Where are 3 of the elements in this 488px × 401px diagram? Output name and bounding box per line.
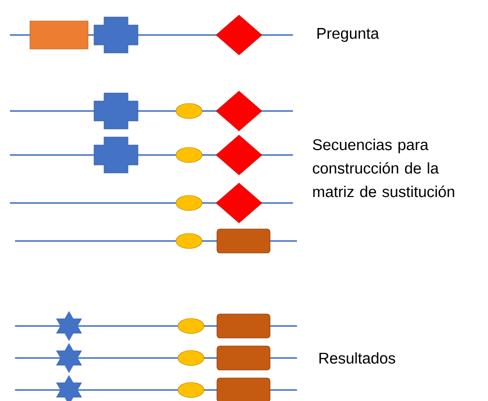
label-text: Pregunta [317,28,380,42]
label-text: Secuencias para construcción de la matriz de sustitución [312,138,454,198]
label-text: Resultados [319,352,396,364]
